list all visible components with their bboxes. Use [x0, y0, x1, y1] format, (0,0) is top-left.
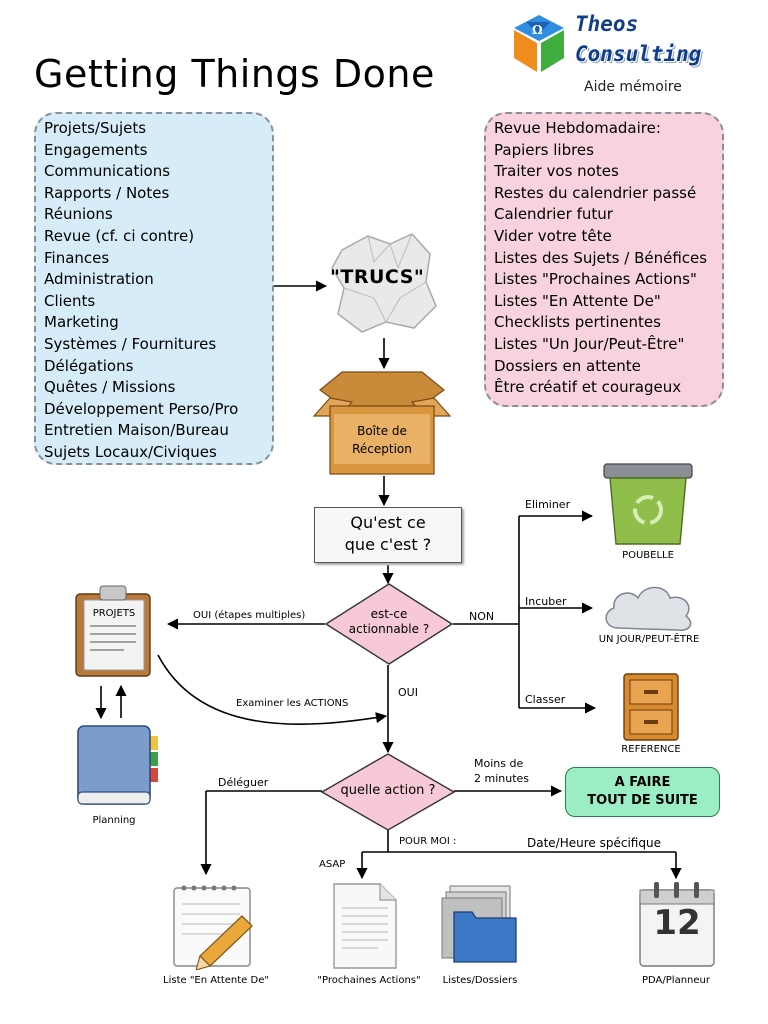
which-action-label: quelle action ? [340, 783, 436, 798]
cloud-icon [605, 586, 692, 632]
label-oui-multi: OUI (étapes multiples) [193, 610, 306, 621]
label-incuber: Incuber [525, 595, 567, 608]
review-item: Traiter vos notes [494, 162, 619, 181]
caption-poubelle: POUBELLE [622, 550, 674, 561]
label-examiner: Examiner les ACTIONS [236, 698, 349, 709]
document-icon [333, 883, 397, 969]
notepad-pencil-icon [173, 885, 253, 970]
label-deleguer: Déléguer [218, 776, 269, 789]
folders-icon [441, 885, 517, 963]
what-line1: Qu'est ce [350, 513, 426, 532]
collect-item: Revue (cf. ci contre) [44, 226, 195, 245]
caption-un-jour: UN JOUR/PEUT-ÊTRE [598, 634, 700, 645]
review-item: Revue Hebdomadaire: [494, 119, 661, 137]
brand-name-line2: Consulting [575, 42, 702, 66]
review-item: Papiers libres [494, 140, 594, 159]
label-eliminer: Eliminer [525, 498, 571, 511]
label-non: NON [469, 610, 495, 623]
projects-clipboard-icon [75, 585, 151, 677]
collect-list-box: Projets/Sujets Engagements Communication… [34, 112, 274, 465]
review-item: Listes des Sujets / Bénéfices [494, 248, 708, 267]
review-item: Être créatif et courageux [494, 378, 682, 397]
planning-book-icon [77, 725, 158, 805]
collect-item: Marketing [44, 313, 119, 332]
brand-name-line1: Theos [575, 12, 639, 36]
collect-item: Quêtes / Missions [44, 378, 176, 397]
review-item: Restes du calendrier passé [494, 183, 697, 202]
review-item: Checklists pertinentes [494, 313, 661, 332]
caption-prochaines: "Prochaines Actions" [317, 975, 421, 986]
collect-item: Entretien Maison/Bureau [44, 421, 229, 440]
collect-item: Administration [44, 270, 154, 289]
calendar-day: 12 [653, 903, 701, 943]
label-moins-2min: Moins de 2 minutes [474, 757, 530, 785]
review-item: Listes "En Attente De" [494, 291, 661, 310]
inbox-box-icon [312, 371, 452, 475]
filing-cabinet-icon [623, 673, 679, 741]
label-date-heure: Date/Heure spécifique [527, 836, 661, 850]
collect-item: Développement Perso/Pro [44, 399, 239, 418]
which-action-diamond [320, 753, 456, 831]
collect-item: Systèmes / Fournitures [44, 334, 217, 353]
label-oui: OUI [398, 686, 418, 699]
page-title: Getting Things Done [34, 52, 435, 96]
label-asap: ASAP [319, 859, 346, 870]
collect-item: Communications [44, 162, 171, 181]
review-item: Listes "Prochaines Actions" [494, 270, 697, 289]
review-item: Dossiers en attente [494, 356, 641, 375]
collect-item: Engagements [44, 140, 148, 159]
review-item: Listes "Un Jour/Peut-Être" [494, 334, 685, 353]
brand-subtitle: Aide mémoire [584, 79, 682, 95]
collect-item: Sujets Locaux/Civiques [44, 442, 217, 461]
theos-logo-icon: Ω [514, 15, 564, 72]
collect-item: Réunions [44, 205, 113, 224]
collect-item: Finances [44, 248, 110, 267]
caption-planning: Planning [92, 815, 136, 826]
caption-reference: REFERENCE [621, 744, 681, 755]
inbox-label: Boîte de Réception [352, 424, 412, 456]
caption-pda: PDA/Planneur [642, 975, 710, 986]
what-is-it-box: Qu'est ce que c'est ? [314, 507, 462, 563]
label-pour-moi: POUR MOI : [399, 836, 457, 847]
svg-text:Ω: Ω [532, 23, 543, 37]
trucs-node-label: "TRUCS" [330, 266, 425, 288]
what-line2: que c'est ? [344, 535, 432, 554]
collect-item: Rapports / Notes [44, 183, 170, 202]
caption-liste-attente: Liste "En Attente De" [163, 975, 269, 986]
caption-listes-dossiers: Listes/Dossiers [442, 975, 518, 986]
trash-bin-icon [603, 463, 693, 545]
actionable-label: est-ce actionnable ? [348, 607, 430, 636]
weekly-review-box: Revue Hebdomadaire: Papiers libres Trait… [484, 112, 724, 407]
crumpled-paper-icon [331, 233, 437, 333]
calendar-icon [639, 882, 715, 967]
collect-item: Clients [44, 291, 96, 310]
collect-item: Délégations [44, 356, 134, 375]
do-it-now-box: A FAIRE TOUT DE SUITE [565, 767, 720, 817]
collect-item: Projets/Sujets [44, 119, 147, 137]
label-classer: Classer [525, 693, 566, 706]
actionable-diamond [324, 583, 454, 665]
review-item: Calendrier futur [494, 205, 613, 224]
caption-projets: PROJETS [92, 608, 136, 619]
review-item: Vider votre tête [494, 226, 612, 245]
